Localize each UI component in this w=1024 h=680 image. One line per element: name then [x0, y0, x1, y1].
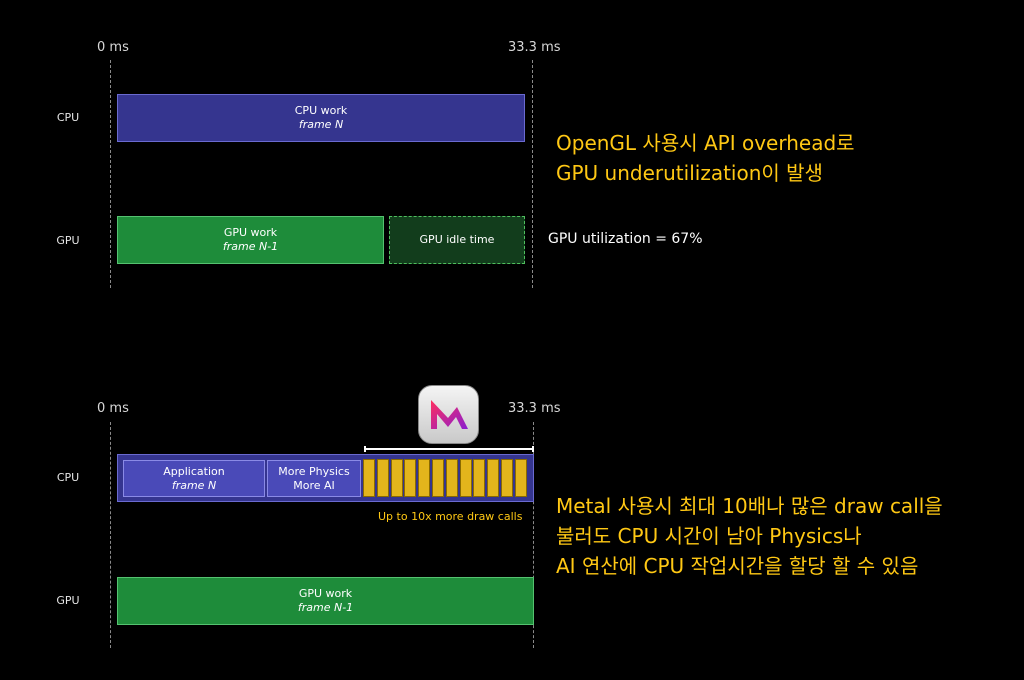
bottom-gpu-work-box: GPU work frame N-1 — [117, 577, 534, 625]
top-cpu-work-title: CPU work — [294, 104, 348, 117]
top-gpu-idle-label: GPU idle time — [419, 233, 495, 246]
physics-label: More Physics — [278, 464, 350, 478]
top-note: OpenGL 사용시 API overhead로 GPU underutiliz… — [556, 128, 855, 188]
draw-call-block — [376, 459, 389, 497]
draw-calls-bracket — [364, 446, 534, 452]
draw-calls-caption: Up to 10x more draw calls — [378, 510, 523, 523]
top-gpu-work-sub: frame N-1 — [222, 240, 279, 253]
bottom-note-line-2: 불러도 CPU 시간이 남아 Physics나 — [556, 524, 862, 548]
top-gpu-row-label: GPU — [56, 234, 80, 247]
top-gpu-work-box: GPU work frame N-1 — [117, 216, 384, 264]
bottom-gpu-work-title: GPU work — [298, 587, 353, 600]
gpu-utilization-text: GPU utilization = 67% — [548, 231, 703, 247]
ai-label: More AI — [293, 478, 335, 492]
draw-call-block — [473, 459, 486, 497]
bottom-cpu-row-label: CPU — [56, 471, 80, 484]
bottom-start-line — [110, 422, 111, 648]
draw-call-block — [363, 459, 375, 497]
top-cpu-work-box: CPU work frame N — [117, 94, 525, 142]
application-sub: frame N — [171, 478, 217, 492]
bottom-tick-start: 0 ms — [97, 401, 129, 416]
bottom-note: Metal 사용시 최대 10배나 많은 draw call을 불러도 CPU … — [556, 491, 943, 581]
bottom-tick-end: 33.3 ms — [508, 401, 561, 416]
bottom-gpu-row-label: GPU — [56, 594, 80, 607]
top-tick-end: 33.3 ms — [508, 40, 561, 55]
bottom-note-line-1: Metal 사용시 최대 10배나 많은 draw call을 — [556, 494, 943, 518]
top-cpu-work-sub: frame N — [298, 118, 344, 131]
draw-call-block — [487, 459, 500, 497]
draw-call-block — [445, 459, 458, 497]
bottom-note-line-3: AI 연산에 CPU 작업시간을 할당 할 수 있음 — [556, 554, 919, 578]
draw-call-block — [418, 459, 431, 497]
application-box: Application frame N — [123, 460, 265, 497]
top-tick-start: 0 ms — [97, 40, 129, 55]
top-start-line — [110, 60, 111, 288]
application-title: Application — [163, 464, 225, 478]
metal-logo-icon — [418, 385, 479, 444]
top-gpu-idle-box: GPU idle time — [389, 216, 525, 264]
draw-call-block — [390, 459, 403, 497]
bottom-end-line — [533, 422, 534, 648]
bottom-gpu-work-sub: frame N-1 — [297, 601, 354, 614]
top-note-line-1: OpenGL 사용시 API overhead로 — [556, 131, 855, 155]
draw-call-block — [404, 459, 417, 497]
draw-call-block — [432, 459, 444, 497]
top-note-line-2: GPU underutilization이 발생 — [556, 161, 823, 185]
draw-call-block — [514, 459, 527, 497]
top-gpu-work-title: GPU work — [223, 226, 278, 239]
top-cpu-row-label: CPU — [56, 111, 80, 124]
physics-ai-box: More Physics More AI — [267, 460, 361, 497]
draw-call-block — [459, 459, 472, 497]
top-end-line — [532, 60, 533, 288]
draw-call-block — [501, 459, 513, 497]
